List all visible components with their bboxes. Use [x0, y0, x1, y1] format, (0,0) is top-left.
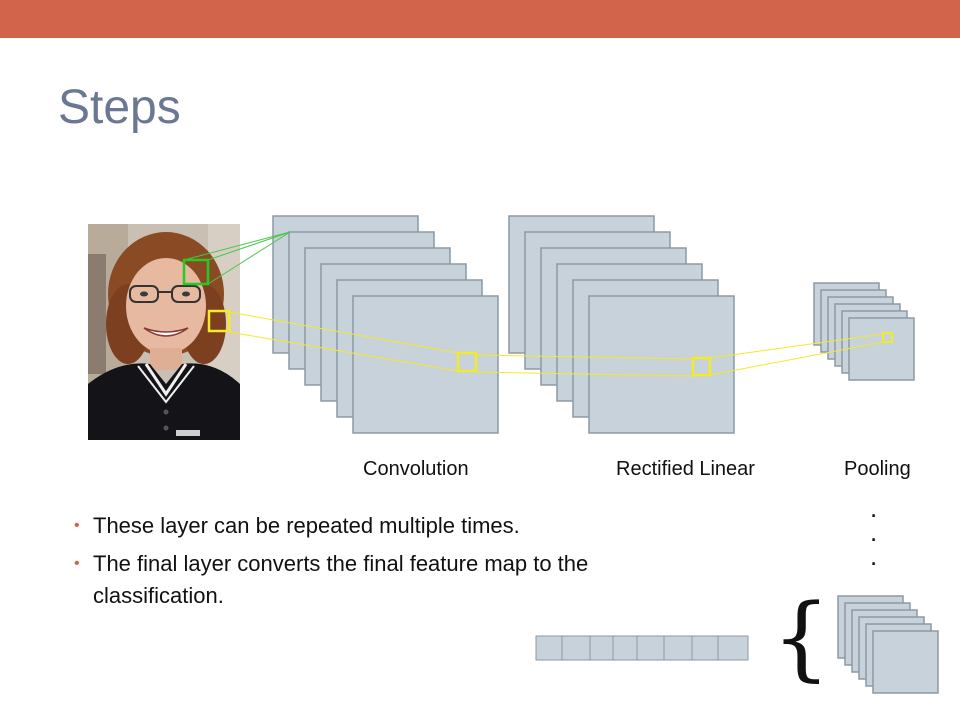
rectified-linear-feature-maps: [508, 215, 735, 434]
bullet-list: • These layer can be repeated multiple t…: [74, 510, 674, 618]
label-pooling: Pooling: [844, 458, 911, 480]
continuation-dots: . . .: [870, 493, 878, 571]
top-accent-bar: [0, 0, 960, 38]
label-rectified-linear: Rectified Linear: [616, 458, 755, 480]
bullet-item: • These layer can be repeated multiple t…: [74, 510, 674, 542]
label-convolution: Convolution: [363, 458, 469, 480]
feature-map-layer: [588, 295, 735, 434]
dot: .: [870, 493, 878, 523]
yellow-receptive-field-path: [207, 309, 893, 377]
feature-map-layer: [352, 295, 499, 434]
bullet-dot-icon: •: [74, 555, 80, 572]
curly-brace: {: [772, 584, 831, 691]
output-vector: [535, 635, 749, 661]
bullet-item: • The final layer converts the final fea…: [74, 548, 674, 612]
slide-title: Steps: [58, 81, 181, 134]
convolution-feature-maps: [272, 215, 499, 434]
dot: .: [870, 541, 878, 571]
final-feature-maps: [837, 595, 939, 694]
bullet-text: The final layer converts the final featu…: [93, 551, 589, 608]
feature-map-layer: [872, 630, 939, 694]
dot: .: [870, 517, 878, 547]
bullet-dot-icon: •: [74, 517, 80, 534]
pooling-feature-maps: [813, 282, 915, 381]
feature-map-layer: [848, 317, 915, 381]
bullet-text: These layer can be repeated multiple tim…: [93, 513, 520, 538]
green-receptive-field: [182, 231, 291, 286]
